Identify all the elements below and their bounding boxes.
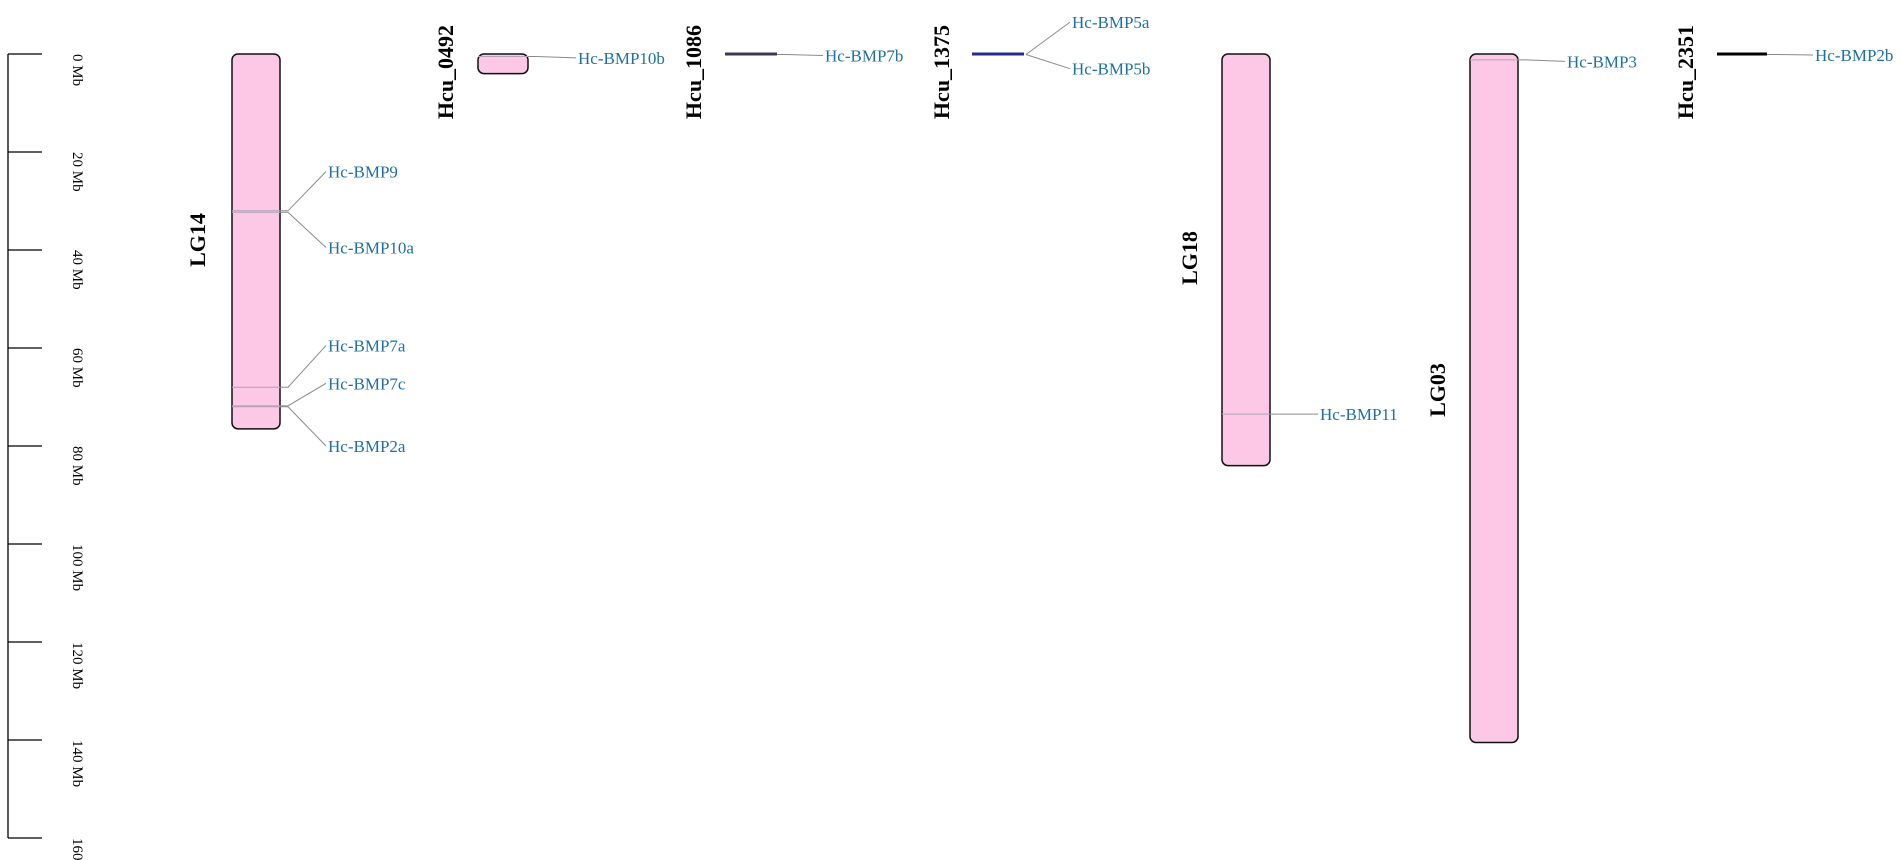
- gene-label: Hc-BMP7a: [328, 337, 406, 356]
- chromosome-lg03: LG03 Hc-BMP3: [1425, 52, 1637, 744]
- chromosome-hcu-1086: Hcu_1086 Hc-BMP7b: [681, 25, 903, 119]
- chromosome-bar: [477, 53, 529, 75]
- chromosome-name: Hcu_2351: [1673, 25, 1698, 119]
- chromosome-name: LG18: [1177, 231, 1202, 285]
- gene-connector: [280, 171, 327, 212]
- chromosome-name: Hcu_1086: [681, 25, 706, 119]
- gene-label: Hc-BMP7b: [825, 46, 903, 65]
- gene-connector: [280, 211, 327, 248]
- gene-connector: [280, 345, 327, 388]
- chromosome-lg14: LG14 Hc-BMP9Hc-BMP10aHc-BMP7aHc-BMP7cHc-B…: [185, 53, 414, 456]
- gene-label: Hc-BMP9: [328, 163, 398, 182]
- gene-label: Hc-BMP11: [1320, 405, 1398, 424]
- scale-tick-label: 40 Mb: [69, 250, 85, 290]
- scale-axis: 0 Mb 20 Mb 40 Mb 60 Mb 80 Mb 100 Mb 120 Mb 140 …: [7, 53, 85, 860]
- gene-label: Hc-BMP10a: [328, 239, 414, 258]
- scale-tick-label: 120 Mb: [69, 642, 85, 689]
- gene-connector: [280, 382, 327, 407]
- scale-tick-label: 20 Mb: [69, 152, 85, 192]
- scale-tick-label: 60 Mb: [69, 348, 85, 388]
- scale-tick-label: 100 Mb: [69, 544, 85, 591]
- gene-label: Hc-BMP5a: [1072, 13, 1150, 32]
- chromosome-name: Hcu_0492: [433, 25, 458, 119]
- scale-tick-label: 140 Mb: [69, 740, 85, 787]
- scale-tick-label: 0 Mb: [69, 54, 85, 86]
- gene-label: Hc-BMP7c: [328, 374, 406, 393]
- chromosome-name: LG03: [1425, 363, 1450, 417]
- gene-label: Hc-BMP2a: [328, 437, 406, 456]
- chromosome-hcu-0492: Hcu_0492 Hc-BMP10b: [433, 25, 665, 119]
- chromosome-bar: [231, 53, 281, 430]
- gene-label: Hc-BMP2b: [1815, 46, 1893, 65]
- gene-connector: [528, 55, 577, 59]
- gene-connector: [1518, 59, 1566, 62]
- chromosome-name: LG14: [185, 213, 210, 267]
- scale-tick-label: 80 Mb: [69, 446, 85, 486]
- gene-connector: [1025, 54, 1071, 70]
- scale-tick-label: 160 Mb: [69, 838, 85, 860]
- chromosome-hcu-2351: Hcu_2351 Hc-BMP2b: [1673, 25, 1893, 119]
- gene-connector: [777, 53, 824, 56]
- gene-label: Hc-BMP10b: [578, 49, 665, 68]
- gene-connector: [1025, 21, 1071, 55]
- chromosome-set: LG14Hc-BMP9Hc-BMP10aHc-BMP7aHc-BMP7cHc-B…: [185, 13, 1893, 744]
- gene-label: Hc-BMP3: [1567, 52, 1637, 71]
- gene-connector: [280, 406, 327, 447]
- chromosome-bar: [1221, 53, 1271, 467]
- chromosome-bar: [1469, 53, 1519, 744]
- chromosome-name: Hcu_1375: [929, 25, 954, 119]
- gene-label: Hc-BMP5b: [1072, 60, 1150, 79]
